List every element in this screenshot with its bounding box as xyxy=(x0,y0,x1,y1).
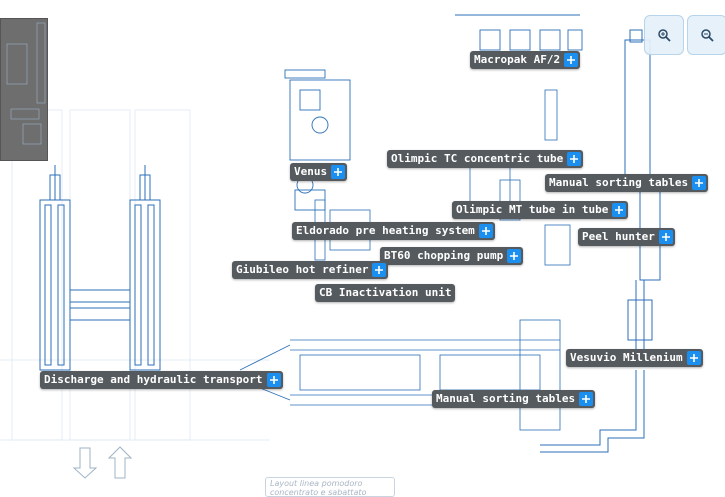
plus-icon[interactable] xyxy=(686,351,701,365)
label-text: Vesuvio Millenium xyxy=(570,351,683,364)
minimap[interactable] xyxy=(0,18,48,161)
label-vesuvio[interactable]: Vesuvio Millenium xyxy=(566,349,703,367)
minimap-preview xyxy=(6,22,46,145)
magnifier-plus-icon xyxy=(658,29,671,42)
label-text: Manual sorting tables xyxy=(549,176,689,189)
label-bt60[interactable]: BT60 chopping pump xyxy=(380,247,524,265)
label-venus[interactable]: Venus xyxy=(290,163,348,181)
plus-icon[interactable] xyxy=(567,152,582,166)
label-olimpic-mt[interactable]: Olimpic MT tube in tube xyxy=(452,201,629,219)
zoom-out-button[interactable] xyxy=(687,15,725,55)
label-text: Peel hunter xyxy=(582,230,655,243)
label-macropak[interactable]: Macropak AF/2 xyxy=(470,51,581,69)
label-text: Olimpic TC concentric tube xyxy=(391,152,564,165)
plus-icon[interactable] xyxy=(658,230,673,244)
label-manual-sorting-top[interactable]: Manual sorting tables xyxy=(545,174,709,192)
label-text: Eldorado pre heating system xyxy=(296,224,475,237)
plus-icon[interactable] xyxy=(478,224,493,238)
plus-icon[interactable] xyxy=(266,373,281,387)
label-text: CB Inactivation unit xyxy=(319,286,452,299)
label-text: Venus xyxy=(294,165,328,178)
plus-icon[interactable] xyxy=(579,392,594,406)
label-manual-sorting-bottom[interactable]: Manual sorting tables xyxy=(432,390,596,408)
plus-icon[interactable] xyxy=(372,263,387,277)
plus-icon[interactable] xyxy=(564,53,579,67)
plus-icon[interactable] xyxy=(507,249,522,263)
label-eldorado[interactable]: Eldorado pre heating system xyxy=(292,222,495,240)
label-text: Olimpic MT tube in tube xyxy=(456,203,609,216)
label-discharge[interactable]: Discharge and hydraulic transport xyxy=(40,371,283,389)
label-text: Macropak AF/2 xyxy=(474,53,561,66)
plus-icon[interactable] xyxy=(331,165,346,179)
label-text: Manual sorting tables xyxy=(436,392,576,405)
plus-icon[interactable] xyxy=(692,176,707,190)
label-text: Discharge and hydraulic transport xyxy=(44,373,263,386)
plus-icon[interactable] xyxy=(612,203,627,217)
magnifier-minus-icon xyxy=(701,29,714,42)
label-text: BT60 chopping pump xyxy=(384,249,504,262)
zoom-in-button[interactable] xyxy=(644,15,684,55)
layout-caption: Layout linea pomodoro concentrato e saba… xyxy=(265,477,395,497)
label-olimpic-tc[interactable]: Olimpic TC concentric tube xyxy=(387,150,584,168)
label-giubileo[interactable]: Giubileo hot refiner xyxy=(232,261,389,279)
label-text: Giubileo hot refiner xyxy=(236,263,369,276)
label-peel-hunter[interactable]: Peel hunter xyxy=(578,228,675,246)
label-cb-inactivation[interactable]: CB Inactivation unit xyxy=(315,284,456,302)
